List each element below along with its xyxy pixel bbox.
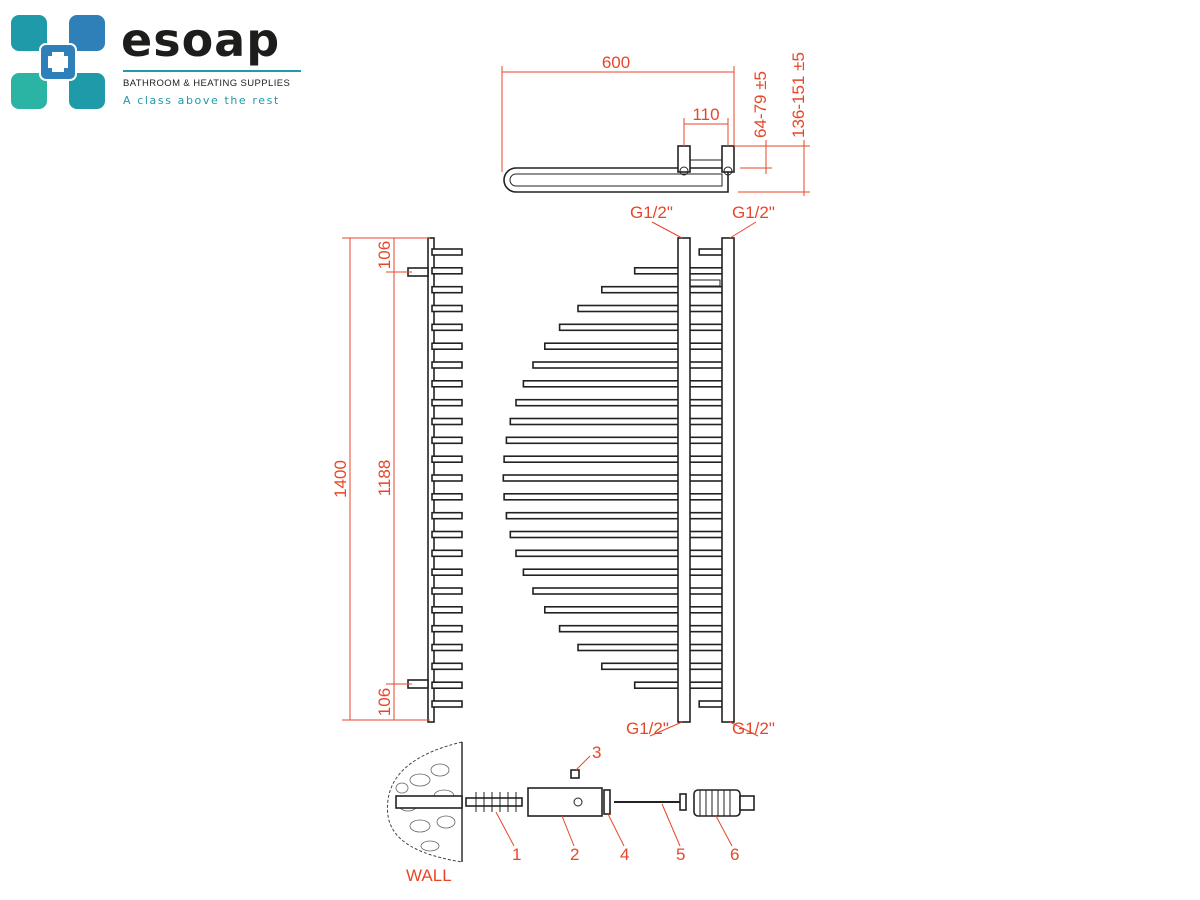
dim-bottom-offset: 106 <box>375 688 394 716</box>
part-label-3: 3 <box>592 743 601 762</box>
front-bar <box>503 455 730 464</box>
side-bar <box>431 587 463 595</box>
side-bar <box>431 417 463 426</box>
top-view: 600 110 64-79 ±5 136-151 ±5 <box>501 52 810 196</box>
inlet-left-label: G1/2" <box>630 203 673 222</box>
front-bar <box>503 492 730 501</box>
washer <box>603 789 611 815</box>
cover <box>693 789 755 817</box>
side-bar <box>431 549 463 558</box>
fixing-detail: 1 2 3 4 5 6 WALL <box>386 741 755 885</box>
front-bar <box>543 342 730 351</box>
side-bar <box>431 248 463 256</box>
side-bar <box>431 492 463 501</box>
front-bar <box>532 361 730 369</box>
dim-pipe-spacing: 110 <box>692 105 719 124</box>
front-bar <box>558 323 730 332</box>
front-bar <box>515 398 730 407</box>
front-bars <box>502 248 730 708</box>
side-bar <box>431 379 463 388</box>
side-bar <box>431 436 463 445</box>
side-bar <box>431 568 463 577</box>
side-bar <box>431 266 463 275</box>
inlet-right-label: G1/2" <box>732 203 775 222</box>
brand-divider <box>123 70 301 72</box>
wall-plug <box>465 792 523 812</box>
brand-subtitle: BATHROOM & HEATING SUPPLIES <box>123 78 291 89</box>
brand-tagline: A class above the rest <box>123 94 280 107</box>
side-bar <box>431 323 463 332</box>
side-bars <box>431 248 463 708</box>
front-bar <box>577 304 730 313</box>
front-bar <box>509 417 730 426</box>
side-bar <box>431 681 463 690</box>
side-bar <box>431 474 463 482</box>
front-bar <box>509 530 730 539</box>
part-label-6: 6 <box>730 845 739 864</box>
front-bar <box>558 624 730 633</box>
side-bar <box>431 624 463 633</box>
dim-depth-total: 136-151 ±5 <box>789 52 808 138</box>
outlet-left-label: G1/2" <box>626 719 669 738</box>
part-label-5: 5 <box>676 845 685 864</box>
dim-height: 1400 <box>331 460 350 498</box>
outlet-right-label: G1/2" <box>732 719 775 738</box>
side-bar <box>431 605 463 614</box>
front-bar <box>502 474 730 482</box>
front-bar <box>522 379 730 388</box>
brand-name: esoap <box>121 13 281 67</box>
part-label-2: 2 <box>570 845 579 864</box>
front-bar <box>577 643 730 652</box>
side-bar <box>431 700 463 708</box>
dim-depth-pipe: 64-79 ±5 <box>751 71 770 138</box>
dim-top-offset: 106 <box>375 241 394 269</box>
front-bar <box>532 587 730 595</box>
side-bar <box>431 342 463 351</box>
side-view: 1400 1188 106 106 <box>331 237 463 723</box>
front-bar <box>600 285 730 294</box>
side-bar <box>431 643 463 652</box>
side-bar <box>431 511 463 520</box>
front-view: G1/2" G1/2" G1/2" G1/2" <box>502 203 775 738</box>
wall-label: WALL <box>406 866 452 885</box>
front-bar <box>543 605 730 614</box>
side-bar <box>431 662 463 671</box>
front-bar <box>600 662 730 671</box>
side-bar <box>431 398 463 407</box>
screw <box>614 793 687 811</box>
grub-screw <box>570 769 580 779</box>
dim-centres: 1188 <box>375 460 394 497</box>
brand-logo: esoap BATHROOM & HEATING SUPPLIES A clas… <box>6 8 306 118</box>
part-label-4: 4 <box>620 845 629 864</box>
side-bar <box>431 304 463 313</box>
side-bar <box>431 530 463 539</box>
brand-mark-icon <box>9 13 107 111</box>
bracket <box>527 787 603 817</box>
side-bar <box>431 361 463 369</box>
front-bar <box>505 511 730 520</box>
side-bar <box>431 455 463 464</box>
front-bar <box>515 549 730 558</box>
front-bar <box>522 568 730 577</box>
side-bar <box>431 285 463 294</box>
front-bar <box>505 436 730 445</box>
part-label-1: 1 <box>512 845 521 864</box>
dim-width: 600 <box>602 53 630 72</box>
